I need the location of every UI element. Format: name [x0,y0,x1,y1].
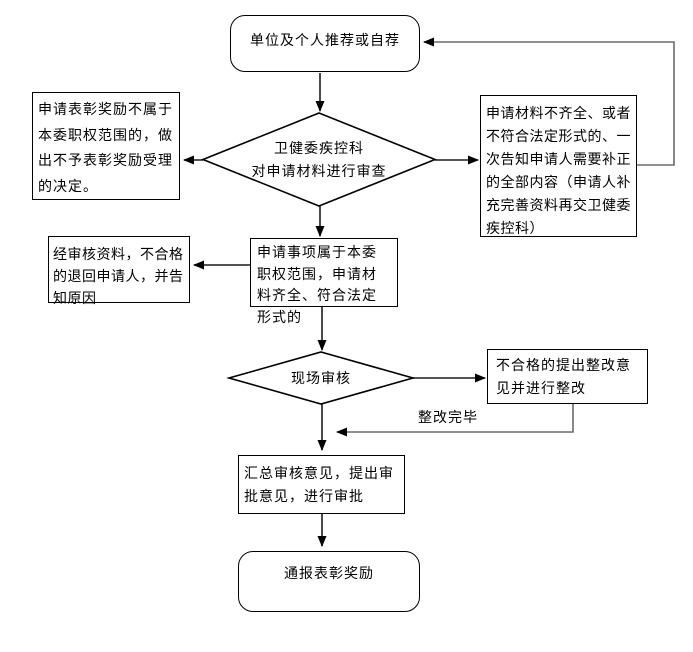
node-summarize-approve: 汇总审核意见，提出审批意见，进行审批 [238,455,405,514]
node-accepted-application: 申请事项属于本委职权范围，申请材料齐全、符合法定形式的 [250,238,398,325]
node-start-recommendation: 单位及个人推荐或自荐 [230,15,420,72]
node-return-to-applicant: 经审核资料，不合格的退回申请人，并告知原因 [48,236,190,306]
node-end-announcement: 通报表彰奖励 [238,551,420,612]
onsite-review-label: 现场审核 [291,369,351,386]
node-review-decision: 卫健委疾控科 对申请材料进行审查 [200,112,438,207]
node-supplement-materials: 申请材料不齐全、或者不符合法定形式的、一次告知申请人需要补正的全部内容（申请人补… [480,95,637,237]
node-onsite-review-decision: 现场审核 [226,351,416,405]
edge-label-rectification-done: 整改完毕 [418,409,478,425]
review-decision-label: 卫健委疾控科 对申请材料进行审查 [251,139,387,179]
node-reject-notice: 申请表彰奖励不属于本委职权范围的，做出不予表彰奖励受理的决定。 [32,92,180,200]
node-rectification: 不合格的提出整改意见并进行整改 [487,349,648,404]
